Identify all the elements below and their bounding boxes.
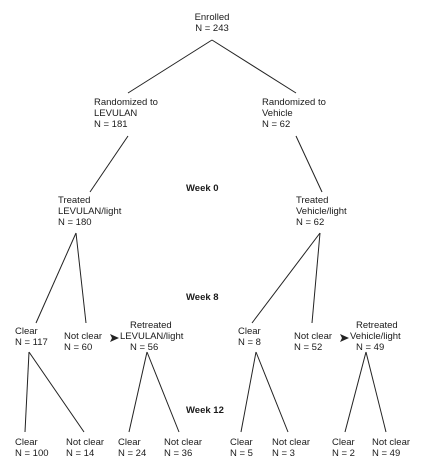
node-line: N = 8 (238, 337, 261, 348)
edge-lev-re-notclear (146, 351, 180, 433)
edge-rand-treated-levulan (89, 135, 129, 193)
node-randomized-vehicle: Randomized to Vehicle N = 62 (262, 97, 326, 130)
node-line: Clear (118, 437, 141, 448)
node-treated-vehicle: Treated Vehicle/light N = 62 (296, 195, 347, 228)
node-line: Randomized to (94, 97, 158, 108)
node-veh-clear-notclear: Not clear N = 3 (272, 437, 310, 459)
node-line: N = 3 (272, 448, 295, 459)
node-line: N = 117 (15, 337, 48, 348)
edge-veh-clear-clear (240, 351, 257, 433)
week-0-label: Week 0 (186, 183, 219, 194)
node-line: N = 62 (262, 119, 291, 130)
node-veh-re-clear: Clear N = 2 (332, 437, 355, 459)
node-line: Not clear (164, 437, 203, 448)
node-lev-clear: Clear N = 117 (15, 326, 48, 348)
node-line: Clear (15, 326, 38, 337)
node-line: N = 100 (15, 448, 49, 459)
edge-veh-clear-notclear (255, 351, 289, 433)
node-line: Not clear (272, 437, 311, 448)
node-line: N = 36 (164, 448, 193, 459)
node-line: Not clear (294, 331, 333, 342)
arrow-veh-notclear-retreated-icon (340, 334, 349, 342)
node-line: N = 60 (64, 342, 93, 353)
edge-enrolled-levulan (127, 39, 213, 94)
node-lev-re-clear: Clear N = 24 (118, 437, 146, 459)
node-line: Clear (332, 437, 355, 448)
edge-veh-re-clear (344, 351, 367, 433)
node-line: N = 2 (332, 448, 355, 459)
node-lev-notclear: Not clear N = 60 (64, 331, 102, 353)
edge-treated-veh-clear (251, 232, 321, 324)
week-12-label: Week 12 (186, 405, 224, 416)
node-lev-clear-clear: Clear N = 100 (15, 437, 49, 459)
edge-enrolled-vehicle (211, 39, 297, 94)
node-line: N = 14 (66, 448, 95, 459)
node-veh-retreated: Retreated Vehicle/light N = 49 (350, 320, 401, 353)
edge-lev-clear-clear (24, 351, 30, 433)
node-veh-clear-clear: Clear N = 5 (230, 437, 253, 459)
node-line: N = 180 (58, 217, 92, 228)
node-randomized-levulan: Randomized to LEVULAN N = 181 (94, 97, 158, 130)
node-line: Enrolled (194, 12, 230, 23)
edge-veh-re-notclear (365, 351, 387, 433)
edge-treated-veh-notclear (311, 232, 321, 324)
node-line: N = 52 (294, 342, 323, 353)
node-line: N = 49 (372, 448, 401, 459)
node-line: Vehicle/light (350, 331, 401, 342)
edge-treated-lev-notclear (75, 232, 87, 324)
node-lev-clear-notclear: Not clear N = 14 (66, 437, 104, 459)
node-line: Retreated (130, 320, 172, 331)
edge-rand-treated-vehicle (295, 135, 323, 193)
node-line: Not clear (372, 437, 411, 448)
node-treated-levulan: Treated LEVULAN/light N = 180 (58, 195, 121, 228)
node-line: Retreated (356, 320, 398, 331)
arrow-lev-notclear-retreated-icon (110, 334, 119, 342)
node-line: Randomized to (262, 97, 326, 108)
node-veh-clear: Clear N = 8 (238, 326, 261, 348)
node-line: N = 56 (130, 342, 159, 353)
node-line: N = 243 (195, 23, 229, 34)
node-line: Not clear (64, 331, 103, 342)
node-line: Not clear (66, 437, 105, 448)
node-line: Treated (296, 195, 329, 206)
node-veh-notclear: Not clear N = 52 (294, 331, 332, 353)
node-line: N = 49 (356, 342, 385, 353)
node-line: Vehicle (262, 108, 293, 119)
node-lev-retreated: Retreated LEVULAN/light N = 56 (120, 320, 183, 353)
node-lev-re-notclear: Not clear N = 36 (164, 437, 202, 459)
node-line: LEVULAN/light (58, 206, 122, 217)
node-enrolled: Enrolled N = 243 (182, 12, 242, 34)
node-veh-re-notclear: Not clear N = 49 (372, 437, 410, 459)
node-line: Clear (230, 437, 253, 448)
week-8-label: Week 8 (186, 292, 219, 303)
edge-treated-lev-clear (35, 232, 77, 324)
node-line: LEVULAN (94, 108, 138, 119)
node-line: Clear (238, 326, 261, 337)
node-line: N = 24 (118, 448, 147, 459)
node-line: Treated (58, 195, 91, 206)
node-line: LEVULAN/light (120, 331, 184, 342)
node-line: N = 181 (94, 119, 128, 130)
node-line: Clear (15, 437, 38, 448)
node-line: N = 62 (296, 217, 325, 228)
edge-lev-clear-notclear (28, 351, 85, 433)
node-line: Vehicle/light (296, 206, 347, 217)
edge-lev-re-clear (128, 351, 148, 433)
node-line: N = 5 (230, 448, 253, 459)
